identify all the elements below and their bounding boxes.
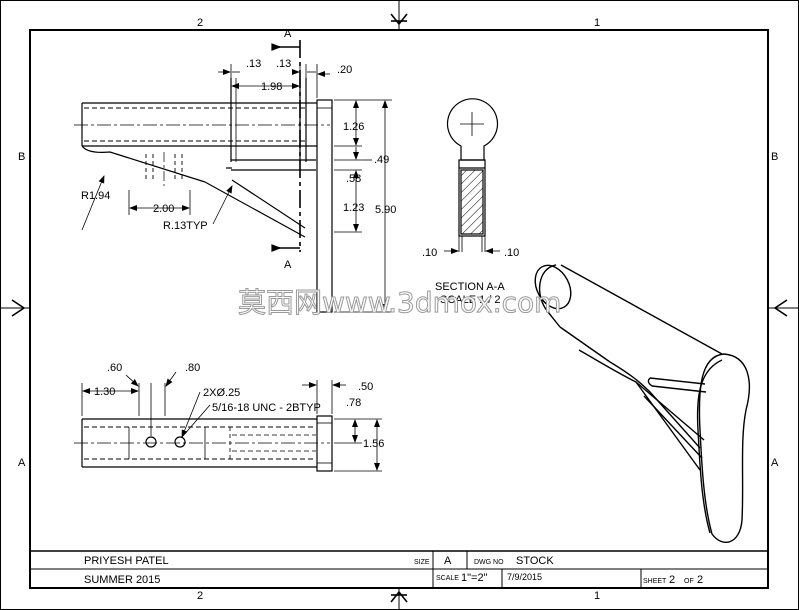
- dim-side-590: 5.90: [375, 204, 396, 216]
- dim-side-58: .58: [346, 173, 361, 185]
- title-block: [30, 550, 768, 588]
- dim-sec-10-right: .10: [504, 247, 519, 259]
- dim-side-123: 1.23: [343, 202, 364, 214]
- dim-len-200: 2.00: [153, 203, 174, 215]
- center-mark-top-icon: [390, 13, 408, 26]
- dim-bot-130: 1.30: [94, 386, 115, 398]
- bolt-hole-1-icon: [145, 436, 157, 448]
- dim-side-126: 1.26: [343, 121, 364, 133]
- title-author: PRIYESH PATEL: [84, 555, 169, 567]
- bolt-hole-2-icon: [174, 436, 186, 448]
- zone-top-2: 2: [197, 17, 203, 29]
- zone-right-b: B: [771, 151, 778, 163]
- section-label-bottom: A: [284, 259, 292, 271]
- zone-bottom-2: 2: [197, 590, 203, 602]
- section-label-top: A: [284, 28, 292, 40]
- zone-left-b: B: [18, 151, 25, 163]
- dim-bot-50: .50: [358, 381, 373, 393]
- bottom-view-dimensions: [81, 371, 382, 472]
- centering-marks: [11, 13, 788, 603]
- bottom-view: [74, 415, 333, 472]
- zone-right-a: A: [771, 457, 779, 469]
- title-sheet-value: 2: [669, 574, 675, 586]
- section-scale: SCALE 1 / 2: [440, 294, 501, 306]
- title-date: 7/9/2015: [507, 572, 542, 582]
- dim-sec-10-left: .10: [422, 247, 437, 259]
- title-dwgno-label: DWG NO: [474, 559, 504, 566]
- center-mark-right-icon: [773, 299, 788, 317]
- side-view-dimensions: [81, 64, 392, 313]
- dim-bot-78: .78: [346, 397, 361, 409]
- title-term: SUMMER 2015: [84, 574, 160, 586]
- title-of-value: 2: [697, 574, 703, 586]
- section-arrow-top-icon: [271, 43, 282, 51]
- watermark-text: 莫西网www.3dmox.com: [238, 286, 561, 319]
- zone-left-a: A: [18, 457, 26, 469]
- title-sheet-label: SHEET: [643, 578, 667, 585]
- dim-top-198: 1.98: [261, 81, 282, 93]
- center-mark-left-icon: [11, 299, 26, 317]
- isometric-view: [534, 264, 750, 544]
- section-title: SECTION A-A: [435, 281, 505, 293]
- dim-top-20: .20: [337, 64, 352, 76]
- dim-bot-156: 1.56: [363, 438, 384, 450]
- dim-radius-13typ: R.13TYP: [163, 220, 208, 232]
- section-a-a: [444, 98, 500, 254]
- title-scale-value: 1"=2": [461, 572, 488, 584]
- title-scale-label: SCALE: [436, 575, 459, 582]
- zone-top-1: 1: [594, 17, 600, 29]
- dim-radius-194: R1.94: [81, 190, 110, 202]
- title-size-value: A: [444, 555, 452, 567]
- dim-top-13-right: .13: [276, 58, 291, 70]
- dim-bot-60: .60: [107, 362, 122, 374]
- zone-bottom-1: 1: [594, 590, 600, 602]
- title-dwgno-value: STOCK: [516, 555, 554, 567]
- section-arrow-bottom-icon: [271, 244, 282, 252]
- dim-side-49: .49: [374, 154, 389, 166]
- dim-bot-holes: 2XØ.25: [203, 387, 240, 399]
- dim-bot-80: .80: [185, 362, 200, 374]
- center-mark-bottom-icon: [390, 590, 408, 603]
- title-of-label: OF: [684, 578, 694, 585]
- dim-top-13-left: .13: [246, 58, 261, 70]
- title-size-label: SIZE: [414, 559, 430, 566]
- dim-bot-thread: 5/16-18 UNC - 2BTYP: [212, 402, 321, 414]
- side-view: [74, 40, 333, 313]
